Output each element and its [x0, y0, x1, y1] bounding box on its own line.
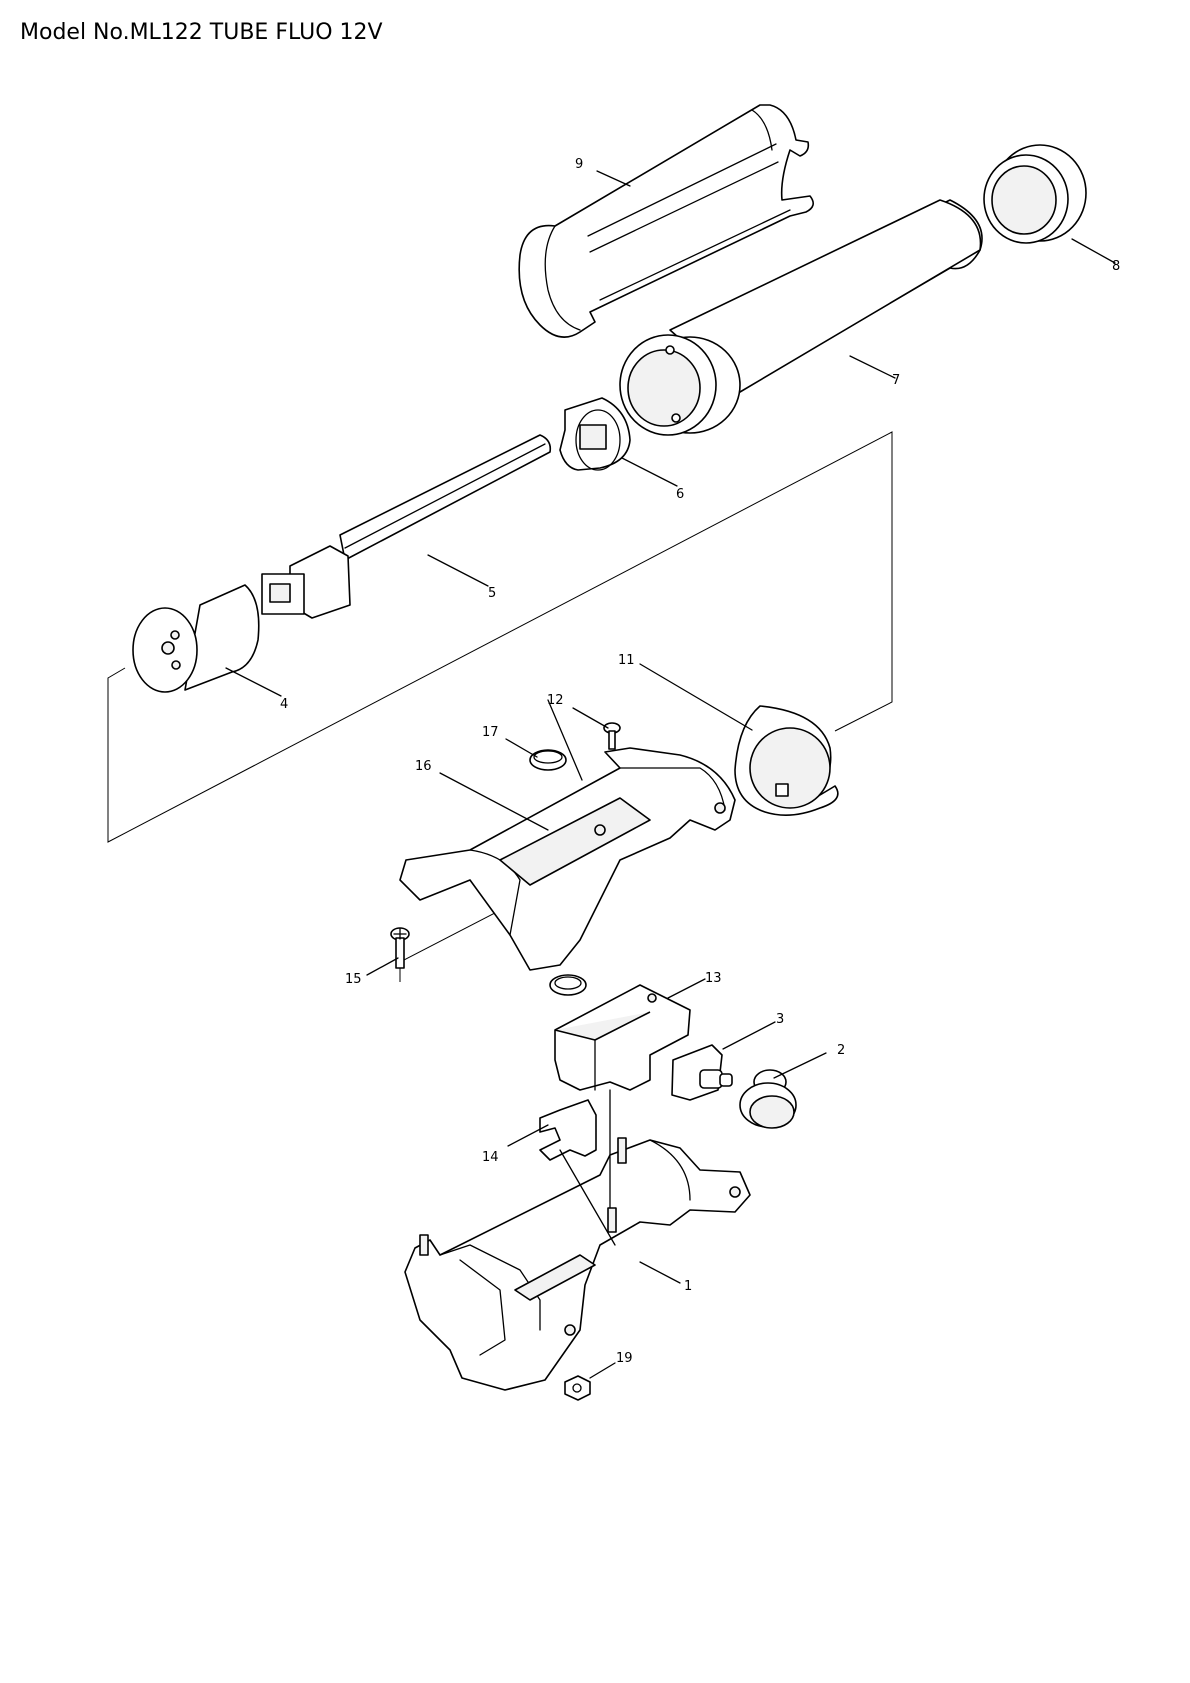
- part-label-15: 15: [345, 972, 362, 987]
- fluorescent-lamp-icon: [261, 434, 552, 619]
- spring-ring-icon: [549, 974, 587, 996]
- part-labels: 9 8 7 6 5 4 11 12 17 16 15 13 3 2 14 1 1…: [280, 157, 1120, 1366]
- part-label-3: 3: [776, 1012, 784, 1027]
- part-label-1: 1: [684, 1279, 692, 1294]
- housing-cover-icon: [399, 699, 736, 971]
- part-label-17: 17: [482, 725, 499, 740]
- part-label-8: 8: [1112, 259, 1120, 274]
- part-label-2: 2: [837, 1043, 845, 1058]
- leader-lines: [225, 170, 1116, 1379]
- screw-icon: [603, 722, 621, 750]
- part-label-9: 9: [575, 157, 583, 172]
- part-label-4: 4: [280, 697, 288, 712]
- hex-nut-icon: [564, 1375, 591, 1401]
- tube-guard-icon: [518, 104, 814, 338]
- screw-icon: [390, 927, 410, 969]
- part-label-13: 13: [705, 971, 722, 986]
- part-label-6: 6: [676, 487, 684, 502]
- holder-ring-icon: [734, 705, 839, 816]
- lamp-holder-icon: [559, 397, 631, 471]
- part-label-16: 16: [415, 759, 432, 774]
- terminal-icon: [539, 1099, 597, 1161]
- lamp-socket-icon: [132, 584, 260, 693]
- switch-button-icon: [739, 1069, 797, 1129]
- part-label-11: 11: [618, 653, 635, 668]
- part-label-12: 12: [547, 693, 564, 708]
- switch-icon: [671, 1044, 733, 1101]
- end-ring-icon: [983, 144, 1087, 244]
- housing-base-icon: [404, 1089, 751, 1391]
- spring-ring-icon: [529, 749, 567, 771]
- page-title: Model No.ML122 TUBE FLUO 12V: [20, 20, 383, 45]
- circuit-board-icon: [554, 984, 691, 1091]
- part-label-5: 5: [488, 586, 496, 601]
- part-label-19: 19: [616, 1351, 633, 1366]
- part-label-14: 14: [482, 1150, 499, 1165]
- lens-tube-icon: [619, 199, 983, 436]
- part-label-7: 7: [892, 373, 900, 388]
